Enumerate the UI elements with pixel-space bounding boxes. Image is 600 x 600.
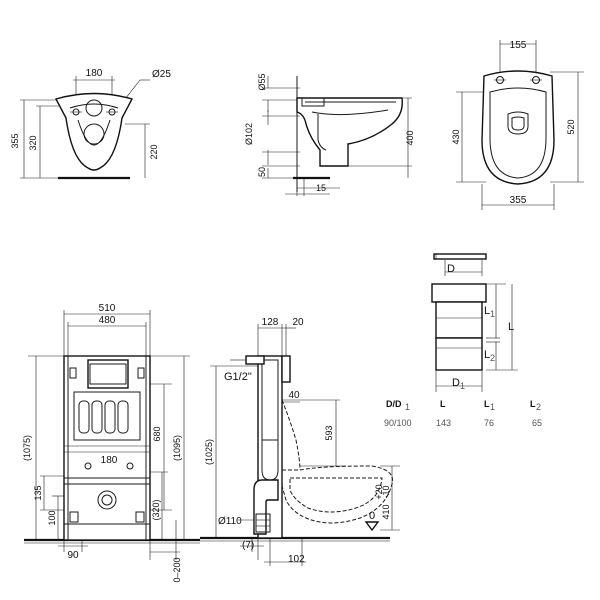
table-header-dd1-sub: 1 [405,402,410,412]
label-pipe-D1-sub: 1 [460,381,465,391]
bowl-front-view: 180 Ø25 355 320 220 [10,68,171,180]
dim-1025: (1025) [204,439,214,465]
dim-7: (7) [242,540,254,551]
dim-680: 680 [152,426,162,441]
dim-410-tol-plus: +20 [374,484,384,499]
frame-front-view: 510 480 (1075) 680 (1095) 180 135 100 (3… [22,303,200,583]
dim-50: 50 [257,167,267,177]
pipe-dimension-table: D/D 1 L L 1 L 2 90/100 143 76 65 [384,399,542,428]
frame-side-view: 128 20 G1/2" 40 (1025) 593 Ø110 (7) 102 … [200,317,400,566]
dim-d55: Ø55 [257,73,267,90]
label-pipe-D: D [447,263,455,275]
dim-1075: (1075) [22,435,32,461]
table-cell-L1: 76 [484,418,494,428]
dim-d102: Ø102 [244,123,254,145]
table-header-L2: L [530,399,536,409]
label-pipe-L1: L [484,305,490,317]
dim-dia-25: Ø25 [152,69,171,80]
table-header-L: L [440,399,446,409]
dim-15: 15 [316,183,326,193]
bowl-side-view: Ø55 Ø102 50 15 400 [244,73,415,196]
dim-20: 20 [292,317,304,328]
dim-220: 220 [149,144,159,159]
dim-102: 102 [288,554,305,565]
dim-480: 480 [99,315,116,326]
table-header-L2-sub: 2 [536,402,541,412]
dim-90: 90 [67,550,79,561]
dim-520: 520 [566,119,576,134]
dim-410: 410 [381,504,391,519]
dim-320-frame: (320) [151,499,161,520]
dim-400: 400 [405,130,415,145]
table-header-dd1: D/D [386,399,402,409]
dim-155: 155 [510,40,527,51]
dim-430: 430 [451,129,461,144]
label-g12: G1/2" [224,371,252,383]
dim-0-200: 0–200 [172,557,182,582]
label-pipe-L2: L [484,349,490,361]
dim-510: 510 [99,303,116,314]
label-pipe-D1: D [452,377,460,389]
dim-d110: Ø110 [218,516,242,527]
dim-180-frame: 180 [101,455,118,466]
table-header-L1: L [484,399,490,409]
dim-410-tol-minus: -10 [381,485,391,498]
dim-593: 593 [324,425,334,440]
bowl-top-view: 155 430 520 355 [451,40,584,210]
label-pipe-L1-sub: 1 [490,309,495,319]
dim-135: 135 [33,485,43,500]
pipe-detail: D D 1 L 1 L L 2 [431,253,518,392]
label-pipe-L2-sub: 2 [490,353,495,363]
label-zero-level: 0 [369,510,375,522]
dim-100: 100 [47,510,57,525]
dim-1095: (1095) [172,435,182,461]
table-cell-dd1: 90/100 [384,418,412,428]
table-cell-L2: 65 [532,418,542,428]
table-cell-L: 143 [436,418,451,428]
dim-40: 40 [288,390,300,401]
label-pipe-L: L [508,321,514,333]
dim-128: 128 [262,317,279,328]
dim-320: 320 [28,135,38,150]
table-header-L1-sub: 1 [490,402,495,412]
dim-180: 180 [86,68,103,79]
dim-355: 355 [510,195,527,206]
dim-355: 355 [10,133,20,148]
